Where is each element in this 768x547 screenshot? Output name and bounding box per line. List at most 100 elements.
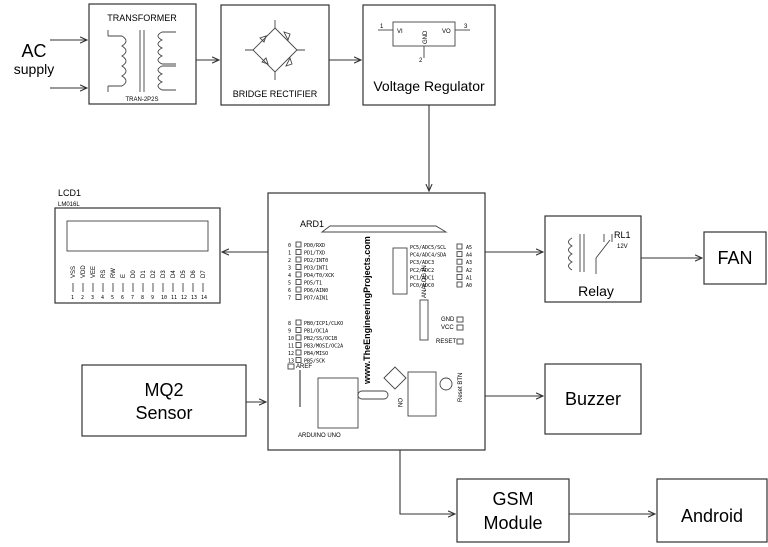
arduino-gnd-label: GND xyxy=(441,317,455,323)
arduino-vcc-label: VCC xyxy=(441,325,454,331)
rectifier-label: BRIDGE RECTIFIER xyxy=(233,89,318,99)
arduino-pin-socket xyxy=(295,357,302,363)
arduino-pin-socket xyxy=(295,319,302,326)
regulator-pin-gnd: GND xyxy=(423,30,429,44)
lcd-name: LCD1 xyxy=(58,188,81,198)
arduino-pin-socket xyxy=(295,256,302,263)
arduino-analog-label: PC2/ADC2 xyxy=(410,268,434,274)
arduino-pin-socket xyxy=(295,271,302,278)
lcd-pin-label: D4 xyxy=(171,270,177,278)
arduino-pin-label: PB0/ICP1/CLKO xyxy=(304,321,343,327)
arduino-pin-socket xyxy=(295,342,302,348)
arduino-pin-label: PD3/INT1 xyxy=(304,266,328,272)
lcd-pin-number: 13 xyxy=(191,295,197,301)
lcd-pin-label: E xyxy=(121,274,127,278)
lcd-pin-label: D0 xyxy=(131,270,137,278)
lcd-pins: VSS1VDD2VEE3RS4RW5E6D07D18D29D310D411D51… xyxy=(71,265,207,301)
lcd-pin-label: D2 xyxy=(151,270,157,278)
arduino-pin-socket xyxy=(295,334,302,341)
arduino-website: www.TheEngineeringProjects.com xyxy=(362,236,372,385)
arduino-analog-label: PC4/ADC4/SDA xyxy=(410,253,446,259)
arduino-analog-socket xyxy=(456,266,463,273)
regulator-ic-symbol: 1 3 2 VI VO GND xyxy=(378,21,470,64)
fan-block: FAN xyxy=(703,231,767,285)
relay-block: RL1 12V Relay xyxy=(544,215,642,303)
fan-label: FAN xyxy=(717,248,752,268)
arduino-pin-label: PB3/MOSI/OC2A xyxy=(304,344,343,350)
lcd-pin-number: 6 xyxy=(121,295,124,301)
arduino-chip xyxy=(392,247,408,295)
lcd-pin-label: D7 xyxy=(201,270,207,278)
arduino-analog-pin: A1 xyxy=(466,275,472,281)
arduino-pin-number: 0 xyxy=(288,243,291,249)
arduino-pin-number: 11 xyxy=(288,344,294,350)
arduino-pin-label: PD7/AIN1 xyxy=(304,296,328,302)
lcd-pin-number: 7 xyxy=(131,295,134,301)
arduino-pin-label: PD1/TXD xyxy=(304,251,325,257)
lcd-pin-number: 3 xyxy=(91,295,94,301)
arduino-pin-number: 3 xyxy=(288,266,291,272)
arduino-analog-socket xyxy=(456,251,463,258)
mq2-subtitle: Sensor xyxy=(135,403,192,423)
lcd-pin-number: 12 xyxy=(181,295,187,301)
arduino-pin-label: PD6/AIN0 xyxy=(304,288,328,294)
ac-supply-subtitle: supply xyxy=(14,61,54,77)
arduino-analog-pin: A2 xyxy=(466,268,472,274)
regulator-pin-2: 2 xyxy=(419,58,423,64)
arduino-reset-button xyxy=(439,377,453,391)
arduino-analog-label: PC0/ADC0 xyxy=(410,283,434,289)
lcd-screen xyxy=(66,220,209,252)
arduino-pin-socket xyxy=(295,327,302,333)
lcd-block: LCD1 LM016L VSS1VDD2VEE3RS4RW5E6D07D18D2… xyxy=(54,188,221,304)
arduino-analog-pin: A0 xyxy=(466,283,472,289)
lcd-pin-label: RW xyxy=(111,268,117,278)
lcd-pin-label: D3 xyxy=(161,270,167,278)
arduino-reset-btn-label: Reset BTN xyxy=(458,373,464,402)
arduino-pin-label: PB1/OC1A xyxy=(304,329,328,335)
arduino-pin-number: 13 xyxy=(288,359,294,365)
lcd-pin-number: 8 xyxy=(141,295,144,301)
arduino-analog-pin: A3 xyxy=(466,260,472,266)
regulator-pin-1: 1 xyxy=(380,24,384,30)
rectifier-block: BRIDGE RECTIFIER xyxy=(220,4,330,106)
mq2-sensor-block: MQ2 Sensor xyxy=(81,364,247,437)
rectifier-symbol xyxy=(245,20,305,80)
lcd-pin-number: 14 xyxy=(201,295,207,301)
gsm-title: GSM xyxy=(492,489,533,509)
lcd-model: LM016L xyxy=(58,202,80,208)
lcd-pin-label: VEE xyxy=(91,266,97,278)
arduino-pin-socket xyxy=(295,279,302,285)
lcd-pin-label: D6 xyxy=(191,270,197,278)
arduino-analog-socket xyxy=(456,258,463,265)
transformer-label: TRANSFORMER xyxy=(107,13,177,23)
arduino-pin-number: 7 xyxy=(288,296,291,302)
transformer-part-number: TRAN-2P2S xyxy=(125,97,158,103)
arduino-pin-socket xyxy=(295,264,302,270)
arduino-pin-label: PD2/INT0 xyxy=(304,258,328,264)
lcd-pin-number: 9 xyxy=(151,295,154,301)
buzzer-label: Buzzer xyxy=(565,389,621,409)
arduino-pin-number: 9 xyxy=(288,329,291,335)
ac-supply-title: AC xyxy=(21,41,46,61)
relay-symbol xyxy=(568,234,613,274)
arduino-pin-number: 10 xyxy=(288,336,294,342)
arduino-led xyxy=(383,366,407,390)
arduino-pin-label: PB2/SS/OC1B xyxy=(304,336,337,342)
arduino-analog-label: PC1/ADC1 xyxy=(410,275,434,281)
android-label: Android xyxy=(681,506,743,526)
regulator-block: 1 3 2 VI VO GND Voltage Regulator xyxy=(362,4,496,106)
arduino-analog-socket xyxy=(456,243,463,250)
arduino-pin-number: 5 xyxy=(288,281,291,287)
arduino-pin-number: 4 xyxy=(288,273,291,279)
arduino-header-shape xyxy=(320,225,448,233)
arduino-analog-socket xyxy=(456,273,463,280)
arduino-on-label: ON xyxy=(396,398,402,407)
arduino-pin-number: 2 xyxy=(288,258,291,264)
arduino-aref-label: AREF xyxy=(296,364,312,370)
arduino-analog-label: PC3/ADC3 xyxy=(410,260,434,266)
arduino-pin-label: PD5/T1 xyxy=(304,281,322,287)
lcd-pin-label: D5 xyxy=(181,270,187,278)
buzzer-block: Buzzer xyxy=(544,363,642,435)
